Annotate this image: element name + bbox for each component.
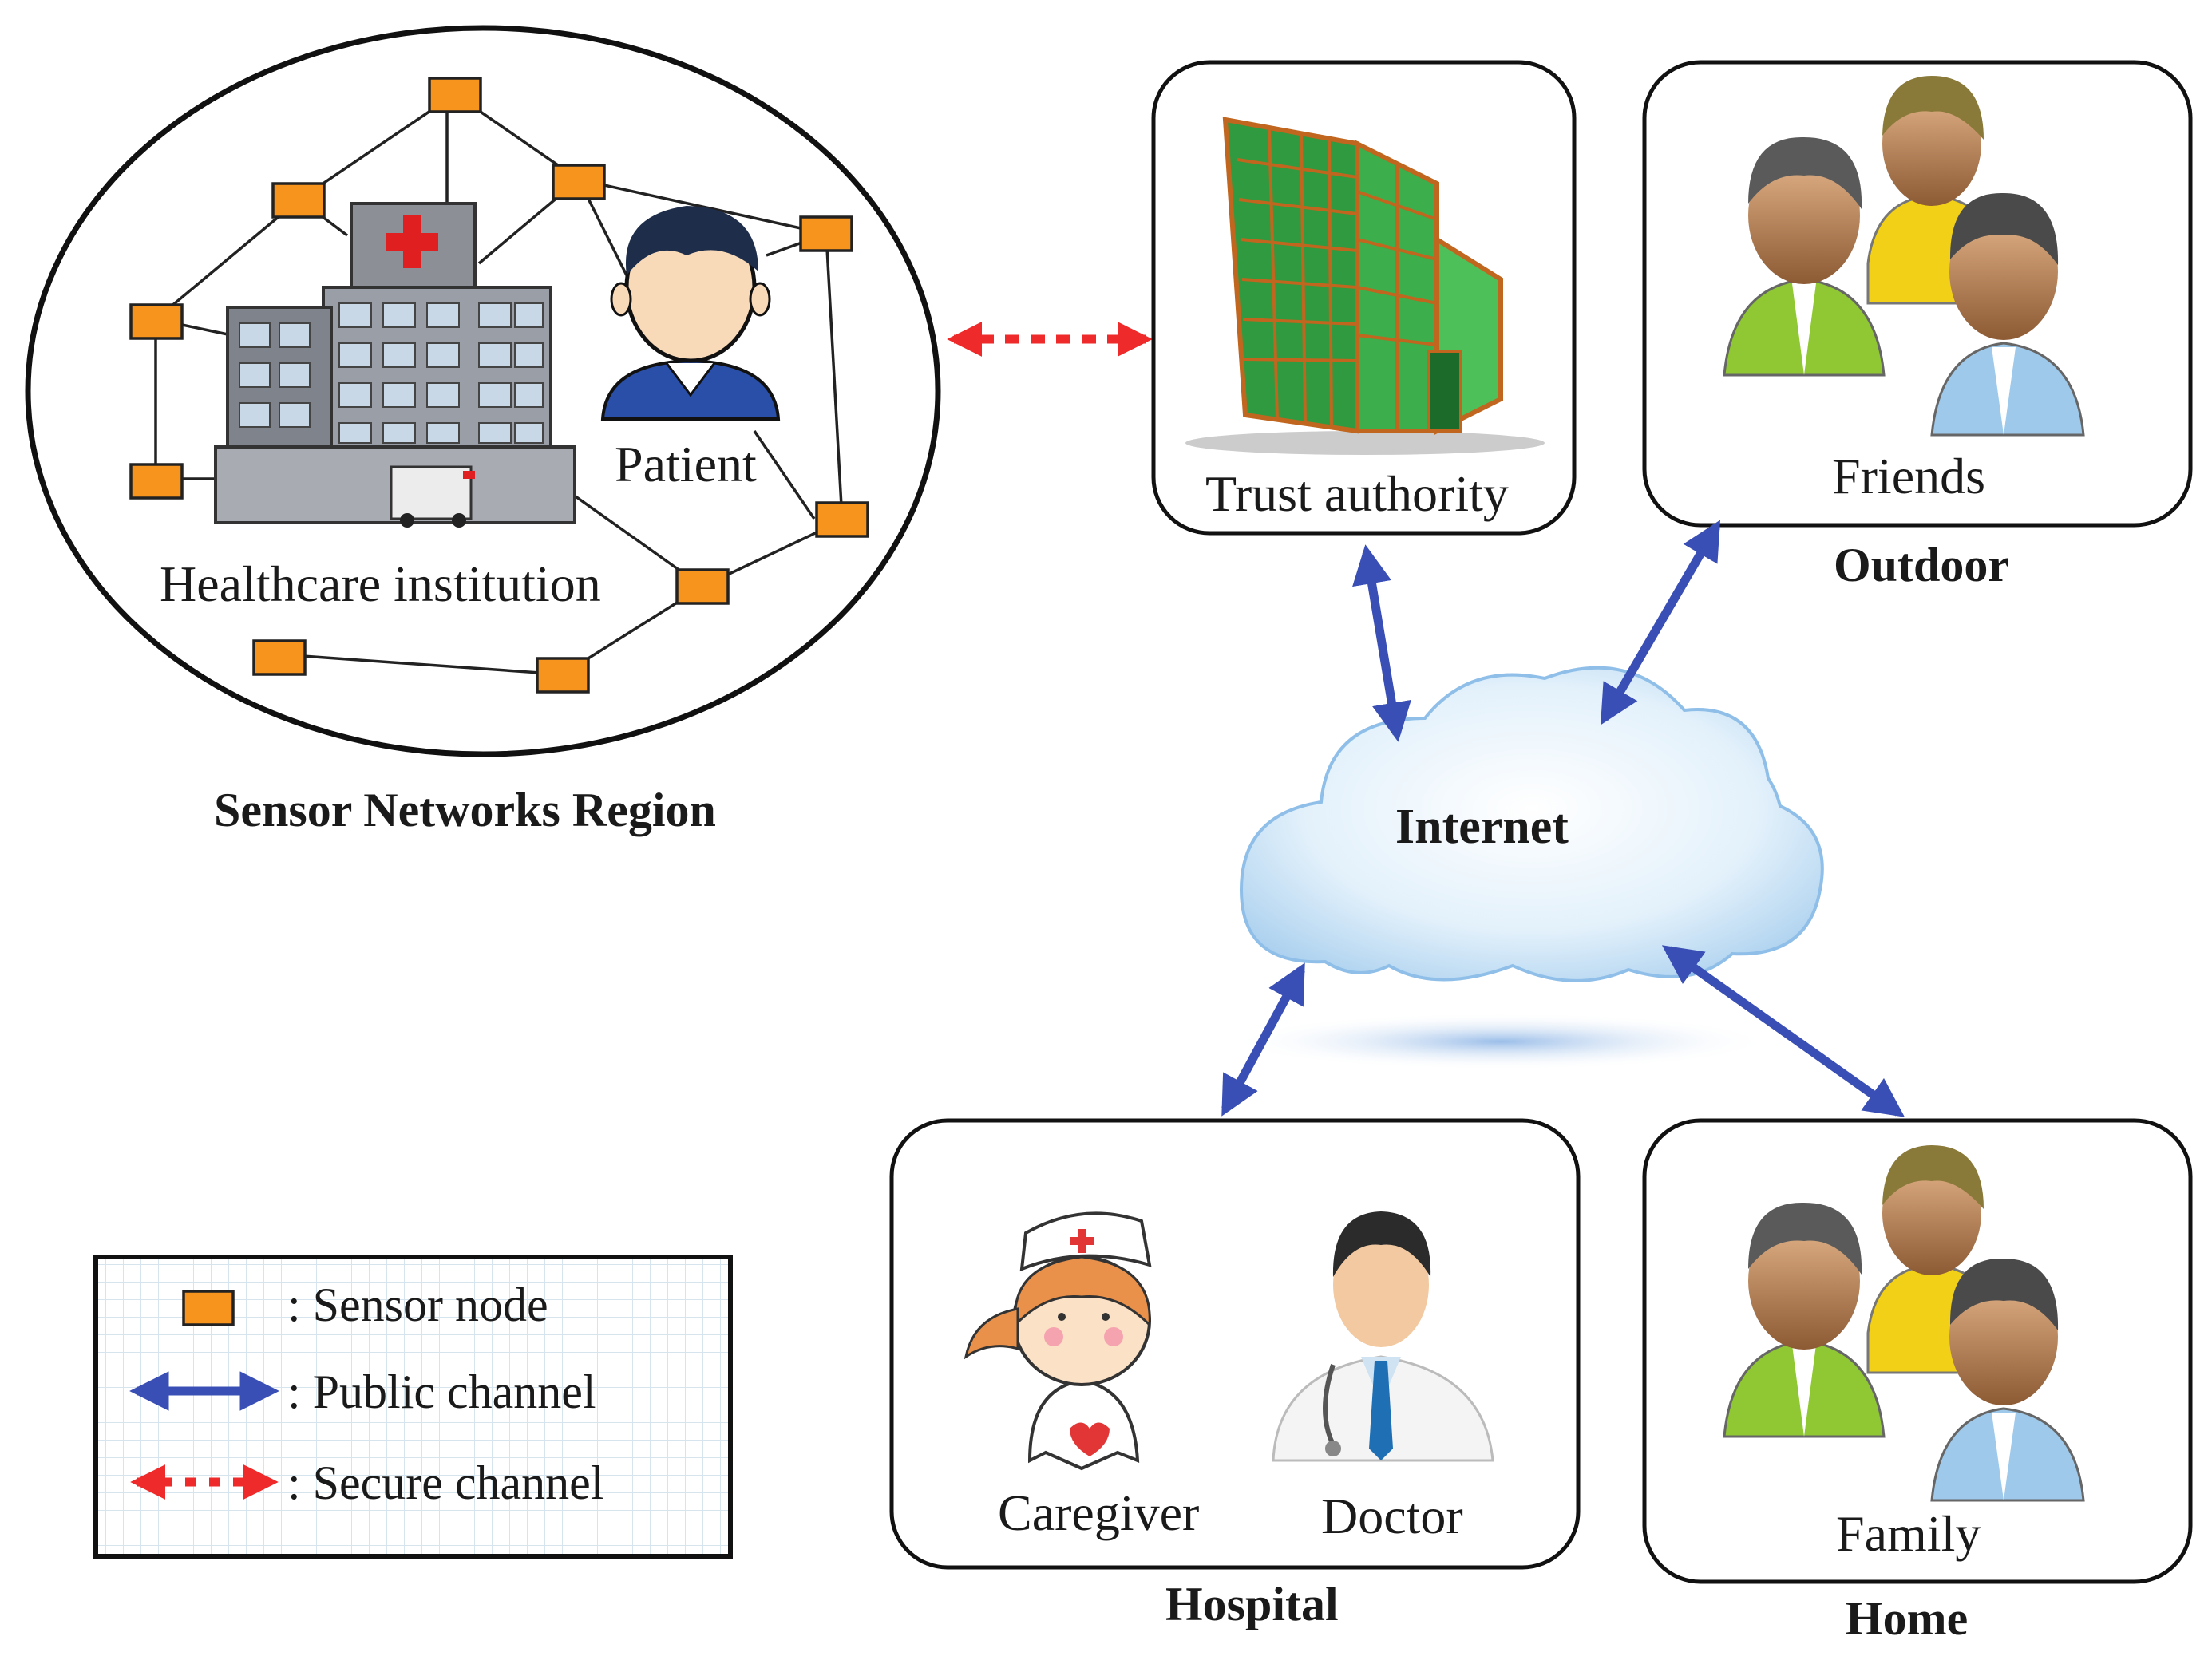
sensor-node bbox=[129, 463, 184, 500]
sensor-node bbox=[536, 657, 590, 694]
sensor-node bbox=[799, 215, 853, 252]
people-group-icon bbox=[1723, 76, 2085, 437]
sensor-node bbox=[552, 164, 606, 200]
hospital-box bbox=[889, 1118, 1581, 1570]
sensor-node bbox=[815, 501, 869, 538]
legend-box bbox=[93, 1255, 733, 1559]
public-channel-trust bbox=[1352, 544, 1411, 742]
trust-authority-label: Trust authority bbox=[1205, 465, 1509, 522]
patient-icon bbox=[600, 206, 781, 421]
doctor-label: Doctor bbox=[1321, 1488, 1463, 1544]
trust-authority-box bbox=[1151, 60, 1577, 536]
internet-label: Internet bbox=[1395, 800, 1569, 854]
doctor-icon bbox=[1272, 1211, 1494, 1462]
public-channel-outdoor bbox=[1601, 520, 1720, 725]
sensor-node bbox=[675, 568, 730, 605]
public-channel-home bbox=[1661, 945, 1905, 1117]
friends-box bbox=[1642, 60, 2193, 528]
legend-sensor-node-swatch bbox=[182, 1290, 235, 1326]
nurse-icon bbox=[964, 1211, 1152, 1471]
sensor-node bbox=[428, 77, 482, 113]
sensor-node bbox=[252, 639, 307, 676]
hospital-title: Hospital bbox=[1165, 1578, 1339, 1630]
sensor-node bbox=[129, 303, 184, 340]
home-title: Home bbox=[1846, 1592, 1969, 1645]
sensor-network-region bbox=[25, 25, 941, 757]
legend-secure-channel-label: : Secure channel bbox=[287, 1456, 604, 1509]
friends-label: Friends bbox=[1832, 448, 1985, 504]
legend-public-channel-label: : Public channel bbox=[287, 1366, 596, 1418]
sensor-region-title: Sensor Networks Region bbox=[214, 784, 716, 836]
people-group-icon bbox=[1723, 1145, 2085, 1502]
office-building-icon bbox=[1185, 117, 1545, 455]
caregiver-label: Caregiver bbox=[998, 1484, 1200, 1541]
cloud-icon bbox=[1229, 666, 1824, 1070]
hospital-building-icon bbox=[214, 202, 576, 528]
sensor-node bbox=[271, 182, 326, 219]
legend-sensor-node-label: : Sensor node bbox=[287, 1279, 548, 1331]
public-channel-hospital bbox=[1221, 962, 1305, 1117]
public-channel-links bbox=[1221, 520, 1905, 1117]
healthcare-institution-label: Healthcare institution bbox=[160, 555, 601, 612]
patient-label: Patient bbox=[615, 436, 757, 492]
outdoor-title: Outdoor bbox=[1834, 539, 2010, 591]
home-box bbox=[1642, 1118, 2193, 1584]
family-label: Family bbox=[1836, 1505, 1981, 1562]
sensor-nodes bbox=[129, 77, 869, 694]
